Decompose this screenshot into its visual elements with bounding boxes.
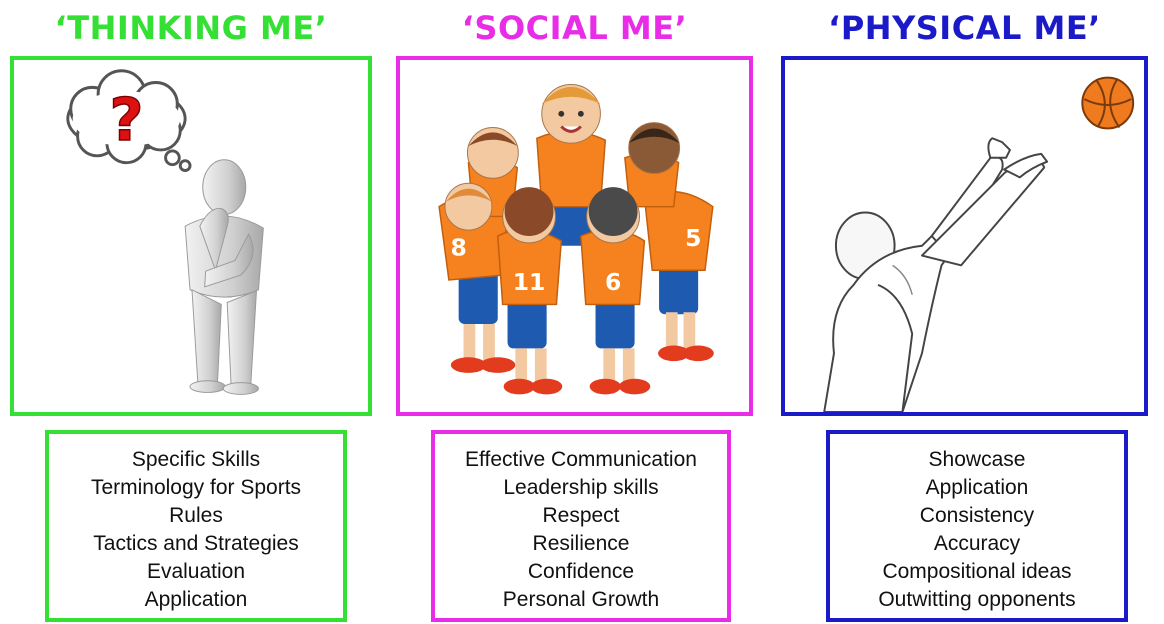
svg-text:6: 6 bbox=[605, 268, 621, 296]
list-item: Tactics and Strategies bbox=[93, 532, 299, 555]
list-item: Accuracy bbox=[933, 532, 1021, 555]
social-me-list: Effective Communication Leadership skill… bbox=[431, 430, 731, 622]
list-item: Outwitting opponents bbox=[878, 588, 1076, 611]
list-item: Leadership skills bbox=[503, 476, 659, 499]
list-item: Effective Communication bbox=[465, 448, 697, 471]
list-item: Showcase bbox=[928, 448, 1026, 471]
physical-me-list: Showcase Application Consistency Accurac… bbox=[826, 430, 1128, 622]
social-me-image-panel: 11 6 8 5 bbox=[396, 56, 753, 416]
list-item: Terminology for Sports bbox=[90, 476, 302, 499]
list-item: Rules bbox=[169, 504, 223, 527]
list-item: Application bbox=[925, 476, 1029, 499]
svg-text:?: ? bbox=[109, 86, 143, 154]
social-me-title: ‘SOCIAL ME’ bbox=[461, 9, 688, 47]
svg-text:5: 5 bbox=[685, 224, 701, 252]
thinking-me-list: Specific Skills Terminology for Sports R… bbox=[45, 430, 347, 622]
thinking-me-image-panel: ? bbox=[10, 56, 372, 416]
list-item: Application bbox=[144, 588, 248, 611]
team-huddle-icon: 11 6 8 5 bbox=[438, 83, 714, 395]
list-item: Confidence bbox=[527, 560, 635, 583]
list-item: Compositional ideas bbox=[882, 560, 1072, 583]
basketball-icon bbox=[1081, 76, 1135, 130]
thinking-me-title: ‘THINKING ME’ bbox=[54, 9, 328, 47]
thinking-person-question-icon: ? bbox=[66, 69, 264, 395]
list-item: Resilience bbox=[532, 532, 630, 555]
list-item: Consistency bbox=[919, 504, 1035, 527]
svg-text:11: 11 bbox=[513, 268, 546, 296]
basketball-shooter-icon bbox=[823, 76, 1135, 412]
physical-me-image-panel bbox=[781, 56, 1148, 416]
svg-text:8: 8 bbox=[450, 234, 466, 262]
list-item: Evaluation bbox=[146, 560, 246, 583]
physical-me-title: ‘PHYSICAL ME’ bbox=[828, 9, 1101, 47]
list-item: Respect bbox=[542, 504, 620, 527]
list-item: Specific Skills bbox=[131, 448, 261, 471]
list-item: Personal Growth bbox=[502, 588, 660, 611]
